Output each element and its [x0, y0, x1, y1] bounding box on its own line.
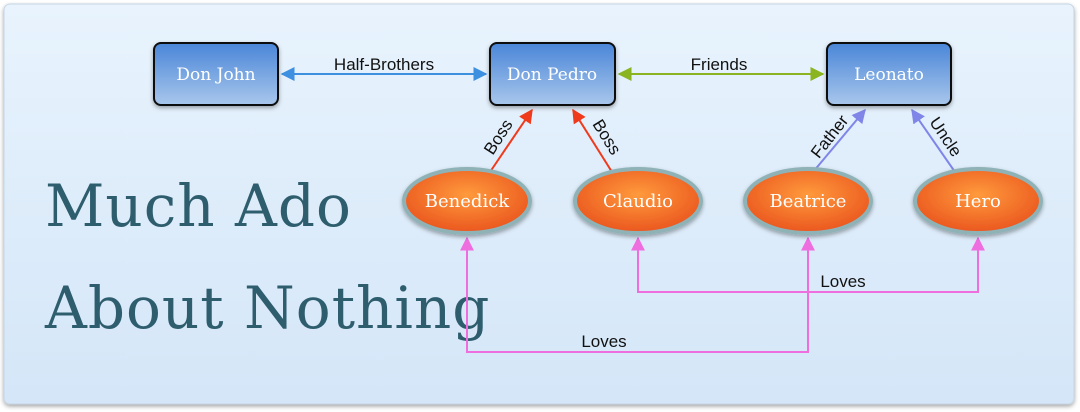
edge-uncle [911, 108, 956, 173]
title-line-1: Much Ado [45, 172, 352, 240]
edge-loves-lower-left [460, 236, 640, 353]
edge-label-half-brothers: Half-Brothers [334, 55, 434, 74]
node-label-benedick: Benedick [425, 191, 510, 212]
edge-father [812, 108, 866, 173]
node-don-john[interactable]: Don John [153, 42, 279, 106]
node-label-beatrice: Beatrice [770, 191, 847, 212]
edge-label-loves-upper: Loves [820, 272, 865, 291]
node-label-don-pedro: Don Pedro [507, 65, 597, 85]
edge-boss-benedick [489, 108, 533, 173]
title-line-2: About Nothing [44, 274, 490, 342]
node-benedick[interactable]: Benedick [402, 167, 532, 235]
node-label-don-john: Don John [176, 65, 255, 85]
node-beatrice[interactable]: Beatrice [743, 167, 873, 235]
node-label-leonato: Leonato [854, 65, 924, 85]
edge-loves-upper-right [720, 236, 985, 293]
node-claudio[interactable]: Claudio [573, 167, 703, 235]
edge-label-loves-lower: Loves [581, 332, 626, 351]
edge-loves-upper-left [631, 236, 720, 293]
edge-label-friends: Friends [691, 55, 748, 74]
node-label-hero: Hero [955, 191, 1001, 212]
node-label-claudio: Claudio [603, 191, 673, 212]
node-leonato[interactable]: Leonato [826, 42, 952, 106]
node-hero[interactable]: Hero [913, 167, 1043, 235]
edge-boss-claudio [572, 108, 613, 173]
edge-loves-lower-right [640, 236, 815, 353]
node-don-pedro[interactable]: Don Pedro [489, 42, 616, 106]
